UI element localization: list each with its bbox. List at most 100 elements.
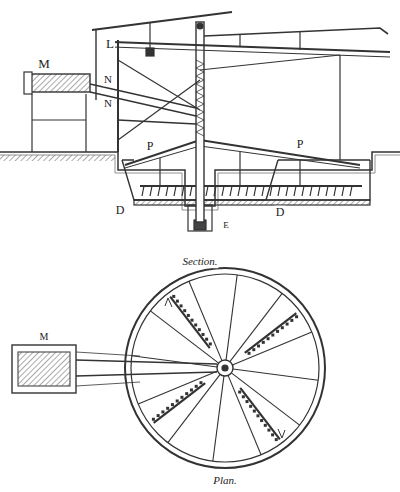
harrow-tooth [270,186,272,196]
part-letter: P [296,138,305,151]
harrow-tooth [260,419,263,422]
harrow-tooth [310,186,312,196]
harrow-bar [240,388,280,440]
harrow-tooth [187,314,190,317]
harrow-tooth [182,186,184,196]
harrow-tooth [157,414,160,417]
harrow-tooth [326,186,328,196]
harrow-tooth [281,326,284,329]
harrow-tooth [198,328,201,331]
spoke [231,373,299,425]
part-letter: M [39,332,50,343]
part-letter: L [105,37,115,51]
harrow-tooth [206,186,208,196]
harrow-tooth [171,403,174,406]
harrow-tooth [142,186,144,196]
harrow-tooth [190,389,193,392]
spoke [226,275,237,360]
harrow-tooth [194,323,197,326]
spoke [213,376,224,461]
part-letter: E [222,221,230,230]
harrow-tooth [276,330,279,333]
harrow-tooth [195,385,198,388]
harrow-tooth [174,186,176,196]
harrow-tooth [209,342,212,345]
harrow-tooth [302,186,304,196]
harrow-tooth [267,429,270,432]
harrow-tooth [318,186,320,196]
harrow-tooth [180,304,183,307]
harrow-tooth [295,315,298,318]
harrow-tooth [166,186,168,196]
harrow-tooth [271,334,274,337]
harrow-tooth [185,392,188,395]
harrow-tooth [246,400,249,403]
harrow-tooth [256,414,259,417]
harrow-tooth [222,186,224,196]
harrow-bar [170,297,210,349]
harrow-tooth [294,186,296,196]
harrow-tooth [191,319,194,322]
harrow-tooth [242,395,245,398]
harrow-tooth [201,333,204,336]
harrow-tooth [267,337,270,340]
harrow-tooth [150,186,152,196]
view-caption: Section. [181,256,218,268]
spoke [232,332,311,365]
harrow-tooth [264,424,267,427]
harrow-bar [154,383,206,423]
part-letter: D [275,206,286,219]
harrow-tooth [199,381,202,384]
harrow-tooth [286,323,289,326]
harrow-tooth [158,186,160,196]
harrow-bar [245,313,297,353]
harrow-tooth [342,186,344,196]
harrow-tooth [246,186,248,196]
spoke [150,311,218,363]
spoke [228,375,261,454]
part-letter: P [146,140,155,153]
part-letter: D [115,204,126,217]
harrow-tooth [238,391,241,394]
part-letter: M [37,57,51,71]
harrow-tooth [238,186,240,196]
harrow-tooth [278,186,280,196]
harrow-tooth [290,319,293,322]
plan-view [12,268,325,468]
harrow-tooth [334,186,336,196]
harrow-tooth [257,344,260,347]
section-view [0,12,400,231]
harrow-tooth [214,186,216,196]
spoke [230,293,282,361]
harrow-tooth [262,341,265,344]
harrow-tooth [262,186,264,196]
harrow-tooth [166,407,169,410]
part-letter: N [103,98,113,110]
harrow-tooth [271,433,274,436]
spoke [138,371,217,404]
harrow-tooth [205,338,208,341]
spoke [233,369,318,380]
harrow-tooth [254,186,256,196]
harrow-tooth [152,418,155,421]
harrow-tooth [172,295,175,298]
harrow-tooth [248,352,251,355]
harrow-tooth [230,186,232,196]
part-letter: N [103,74,113,86]
spoke [168,374,220,442]
harrow-tooth [249,405,252,408]
view-caption: Plan. [212,475,238,487]
harrow-tooth [180,396,183,399]
harrow-tooth [176,300,179,303]
harrow-tooth [275,438,278,441]
harrow-tooth [350,186,352,196]
spoke [189,281,222,360]
harrow-tooth [253,410,256,413]
harrow-tooth [190,186,192,196]
harrow-tooth [252,348,255,351]
harrow-tooth [286,186,288,196]
harrow-tooth [161,410,164,413]
harrow-tooth [176,399,179,402]
harrow-tooth [183,309,186,312]
